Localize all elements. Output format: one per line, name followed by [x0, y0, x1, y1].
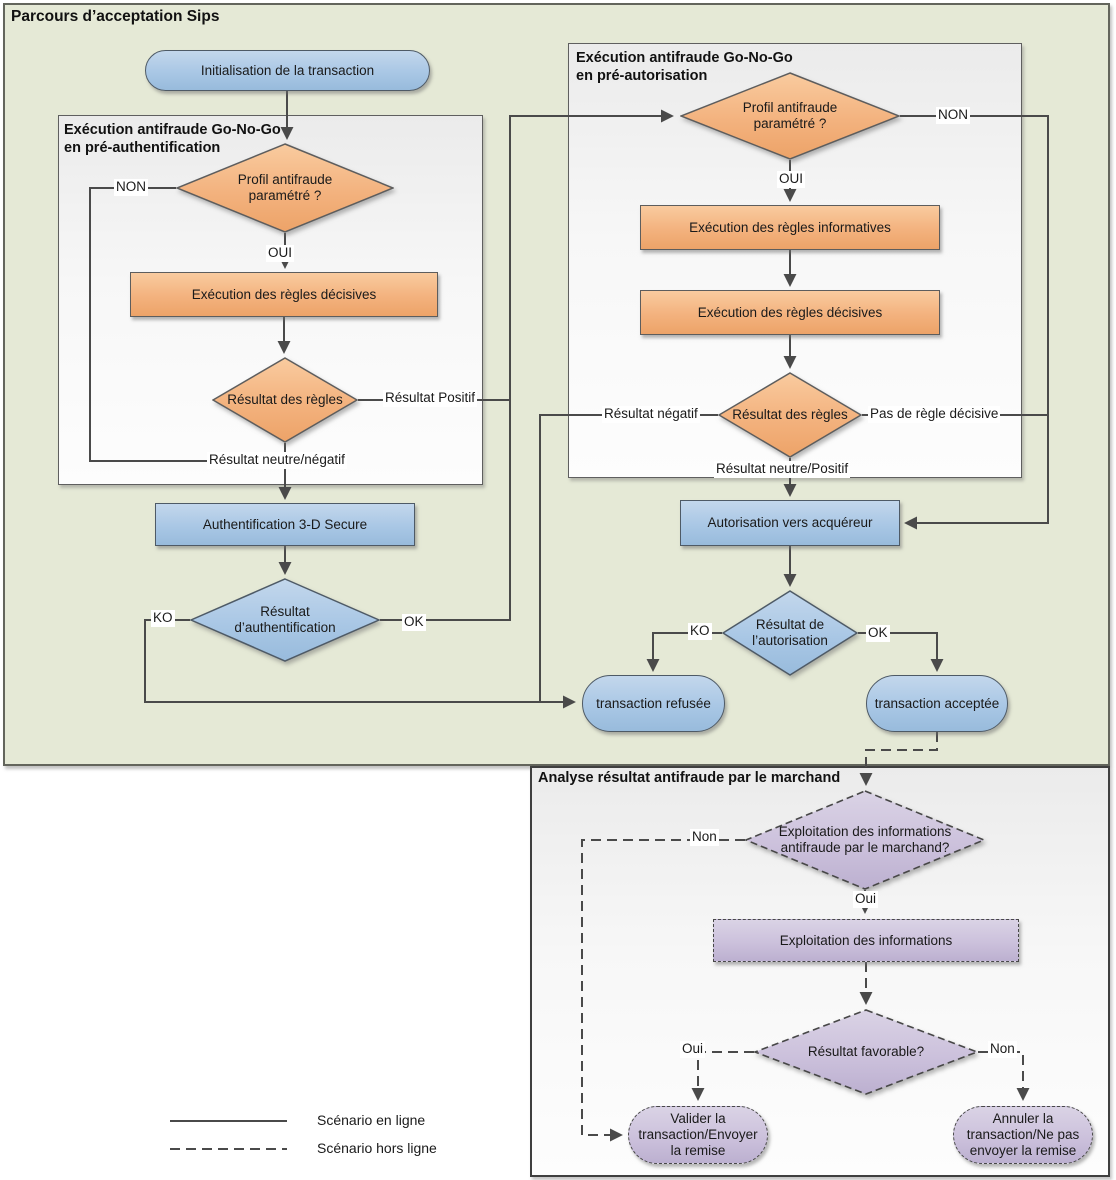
node-label: Authentification 3-D Secure [202, 516, 368, 532]
node-annuler-transaction: Annuler la transaction/Ne pas envoyer la… [953, 1106, 1093, 1164]
node-label: Autorisation vers acquéreur [707, 515, 873, 531]
edge-label-pas-de-regle: Pas de règle décisive [868, 406, 1001, 423]
edge-label-non-favorable: Non [988, 1041, 1017, 1058]
page-title: Parcours d’acceptation Sips [11, 8, 220, 25]
node-regles-informatives: Exécution des règles informatives [640, 205, 940, 250]
edge-label-non-exploitation: Non [690, 829, 719, 846]
title-line-1: Exécution antifraude Go-No-Go [64, 122, 281, 138]
node-label: transaction acceptée [874, 695, 1000, 711]
edge-label-ko-auth: KO [151, 610, 175, 627]
edge-label-non-preauth: NON [114, 179, 148, 196]
decision-resultat-authentification: Résultat d’authentification [190, 578, 380, 662]
edge-label-ko-autor: KO [688, 623, 712, 640]
node-autorisation-acquereur: Autorisation vers acquéreur [680, 500, 900, 546]
node-authentification-3ds: Authentification 3-D Secure [155, 503, 415, 546]
legend-solid-label: Scénario en ligne [317, 1112, 426, 1128]
edge-label-oui-favorable: Oui [680, 1041, 706, 1058]
node-regles-decisives-preauth: Exécution des règles décisives [130, 272, 438, 317]
group-pre-authentification-title: Exécution antifraude Go-No-Go en pré-aut… [64, 121, 281, 157]
decision-label: Résultat des règles [732, 407, 848, 423]
node-transaction-acceptee: transaction acceptée [866, 675, 1008, 732]
edge-label-ok-auth: OK [402, 614, 426, 631]
node-initialisation: Initialisation de la transaction [145, 50, 430, 91]
decision-label: Résultat favorable? [807, 1044, 925, 1060]
edge-label-oui-exploitation: Oui [853, 891, 879, 908]
decision-label: Résultat des règles [227, 392, 343, 408]
edge-label-non-preautor: NON [936, 107, 970, 124]
node-label: Exécution des règles décisives [191, 286, 377, 302]
edge-label-oui-preautor: OUI [777, 171, 806, 188]
edge-label-resultat-neutre-negatif: Résultat neutre/négatif [207, 452, 347, 469]
node-exploitation-informations: Exploitation des informations [713, 919, 1019, 962]
edge-label-ok-autor: OK [866, 625, 890, 642]
group-pre-autorisation-title: Exécution antifraude Go-No-Go en pré-aut… [576, 49, 793, 85]
decision-resultat-regles-preautor: Résultat des règles [718, 372, 862, 458]
decision-label: Exploitation des informations antifraude… [778, 824, 952, 855]
edge-label-oui-preauth: OUI [266, 245, 295, 262]
node-label: Valider la transaction/Envoyer la remise [638, 1111, 758, 1158]
node-label: Annuler la transaction/Ne pas envoyer la… [966, 1111, 1080, 1158]
node-label: Exécution des règles informatives [689, 219, 891, 235]
decision-profil-antifraude-preautor: Profil antifraude paramétré ? [680, 72, 900, 160]
legend-dashed-label: Scénario hors ligne [317, 1140, 437, 1156]
edge-label-resultat-neutre-positif: Résultat neutre/Positif [714, 461, 851, 478]
title-line-2: en pré-authentification [64, 140, 221, 157]
node-valider-transaction: Valider la transaction/Envoyer la remise [628, 1106, 768, 1164]
decision-label: Résultat d’authentification [234, 604, 336, 635]
node-transaction-refusee: transaction refusée [582, 675, 725, 732]
group-analyse-marchand-title: Analyse résultat antifraude par le march… [538, 770, 841, 786]
node-label: Exploitation des informations [779, 932, 953, 948]
decision-resultat-favorable: Résultat favorable? [754, 1009, 978, 1095]
node-regles-decisives-preautor: Exécution des règles décisives [640, 290, 940, 335]
decision-label: Profil antifraude paramétré ? [237, 172, 333, 203]
title-line-1: Exécution antifraude Go-No-Go [576, 50, 793, 66]
title-line-2: en pré-autorisation [576, 68, 708, 85]
edge-label-resultat-positif: Résultat Positif [383, 390, 478, 407]
edge-label-resultat-negatif: Résultat négatif [602, 406, 700, 423]
decision-profil-antifraude-preauth: Profil antifraude paramétré ? [176, 143, 394, 233]
decision-label: Profil antifraude paramétré ? [742, 100, 838, 131]
decision-exploitation-informations: Exploitation des informations antifraude… [745, 790, 985, 890]
node-label: Initialisation de la transaction [200, 62, 375, 78]
node-label: Exécution des règles décisives [697, 304, 883, 320]
decision-resultat-regles-preauth: Résultat des règles [212, 357, 358, 443]
decision-resultat-autorisation: Résultat de l’autorisation [722, 590, 858, 676]
node-label: transaction refusée [596, 695, 711, 711]
decision-label: Résultat de l’autorisation [752, 617, 828, 648]
